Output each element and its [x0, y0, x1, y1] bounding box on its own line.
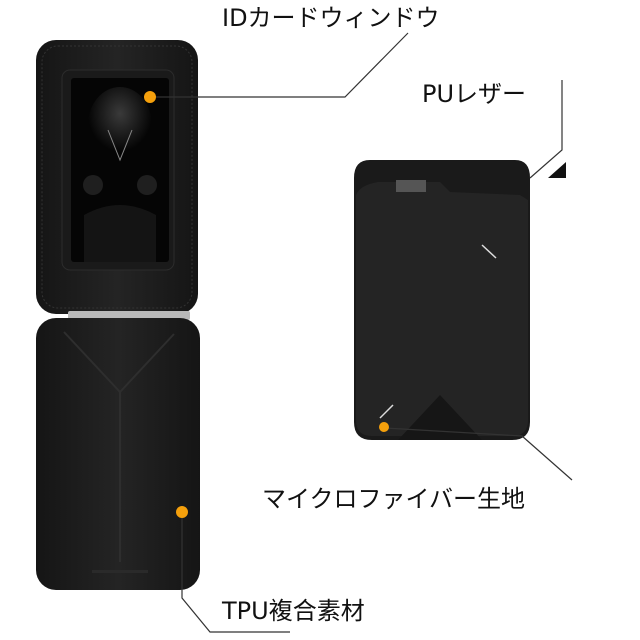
- label-id-window: IDカードウィンドウ: [222, 4, 440, 32]
- marker-tpu: [176, 506, 188, 518]
- label-microfiber: マイクロファイバー生地: [262, 485, 526, 513]
- label-tpu: TPU複合素材: [222, 597, 365, 625]
- marker-microfiber: [379, 422, 389, 432]
- tpu-back-case: [36, 318, 200, 590]
- marker-id-window: [144, 91, 156, 103]
- magnetic-wallet: [354, 160, 530, 440]
- pointer-triangle: [548, 162, 566, 178]
- hinge: [68, 311, 190, 320]
- brand-tag: [396, 180, 426, 192]
- id-window-case: [36, 40, 198, 314]
- card-artwork-image: [83, 87, 157, 262]
- label-pu-leather: PUレザー: [422, 80, 527, 108]
- callout-lines: [155, 32, 573, 633]
